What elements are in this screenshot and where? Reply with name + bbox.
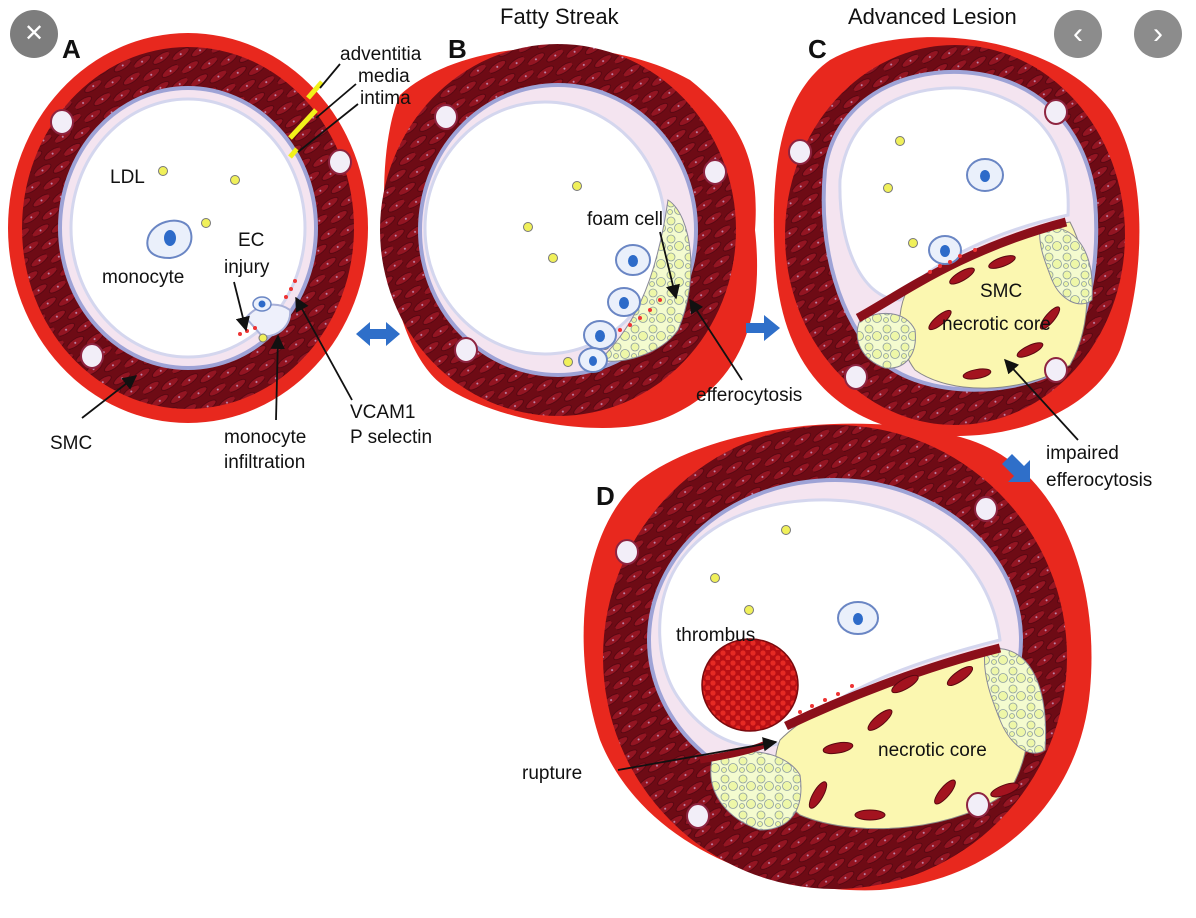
fibrous-cap-c [855, 217, 1068, 322]
annotation-lines [81, 63, 1079, 771]
monocyte-d [837, 601, 879, 635]
bidirectional-arrow-icon [356, 322, 400, 346]
panel-label-b: B [448, 34, 467, 64]
media-leukocytes-b [434, 104, 727, 363]
next-button[interactable]: › [1134, 10, 1182, 58]
transition-arrows [356, 315, 1030, 482]
foam-cells-c-right [1039, 226, 1093, 305]
close-icon: ✕ [23, 20, 45, 47]
layer-markers [288, 80, 324, 159]
previous-button[interactable]: ‹ [1054, 10, 1102, 58]
panel-c-artery [773, 37, 1140, 437]
label-thrombus: thrombus [676, 625, 755, 646]
media-leukocytes-a [50, 109, 352, 369]
smc-in-core-d [808, 665, 1020, 821]
label-monocyte: monocyte [102, 267, 184, 288]
panel-label-c: C [808, 34, 827, 64]
ldl-particles-c [883, 136, 918, 248]
ldl-particles-d [710, 525, 791, 615]
chevron-left-icon: ‹ [1073, 17, 1083, 50]
foam-cells-d-left [710, 751, 802, 831]
ldl-particles-a [158, 166, 240, 228]
foam-cell-region-b [599, 199, 692, 362]
label-injury: injury [224, 257, 270, 278]
panel-d-artery [583, 423, 1092, 891]
label-efferocytosis: efferocytosis [696, 385, 802, 406]
title-fatty-streak: Fatty Streak [500, 4, 620, 29]
label-necrotic-core-d: necrotic core [878, 740, 987, 761]
foam-cells-c-left [856, 312, 916, 369]
close-button[interactable]: ✕ [10, 10, 58, 58]
label-smc-c: SMC [980, 281, 1022, 302]
chevron-right-icon: › [1153, 17, 1163, 50]
monocytes-c [928, 158, 1004, 265]
label-impaired: impaired [1046, 443, 1119, 464]
label-media: media [358, 66, 410, 87]
adhesion-dots-c [928, 248, 977, 274]
label-ec: EC [238, 230, 264, 251]
label-impaired-efferocytosis: efferocytosis [1046, 470, 1152, 491]
label-monocyte-infiltration-2: infiltration [224, 452, 305, 473]
label-monocyte-infiltration-1: monocyte [224, 427, 306, 448]
title-advanced-lesion: Advanced Lesion [848, 4, 1017, 29]
media-leukocytes-d [615, 496, 998, 829]
label-vcam1: VCAM1 [350, 402, 415, 423]
thrombus-d [701, 638, 799, 732]
media-leukocytes-c [788, 99, 1068, 390]
down-right-arrow-icon [1002, 454, 1030, 482]
adhesion-dots-b [618, 298, 662, 332]
panel-label-a: A [62, 34, 81, 64]
label-ldl: LDL [110, 167, 145, 188]
label-rupture: rupture [522, 763, 582, 784]
right-arrow-icon [746, 315, 780, 341]
smc-in-core-c [928, 255, 1061, 380]
foam-cells-d-right [983, 648, 1047, 754]
label-adventitia: adventitia [340, 44, 422, 65]
label-necrotic-core-c: necrotic core [942, 314, 1051, 335]
label-p-selectin: P selectin [350, 427, 432, 448]
label-smc-a: SMC [50, 433, 92, 454]
panel-a-artery [8, 33, 368, 423]
diagram-labels: Fatty Streak Advanced Lesion A B C D adv… [50, 4, 1152, 784]
panel-b-artery [380, 44, 758, 429]
monocytes-b [578, 244, 651, 373]
monocyte-cell-a [146, 219, 193, 260]
fibrous-cap-d [784, 643, 1002, 731]
panel-label-d: D [596, 481, 615, 511]
label-intima: intima [360, 88, 411, 109]
label-foam-cell: foam cell [587, 209, 663, 230]
adhesion-dots-d [798, 684, 854, 714]
lesion-site-a [238, 279, 297, 343]
